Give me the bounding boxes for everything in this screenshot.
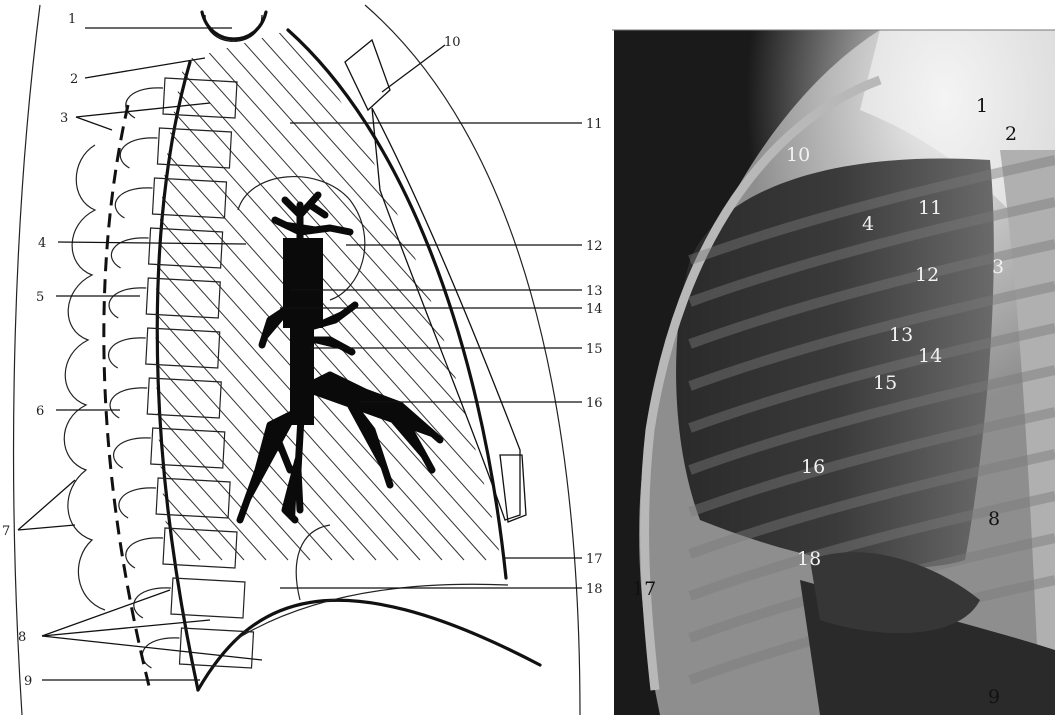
drawing-label-8: 8	[18, 630, 26, 645]
xray-label-13: 13	[889, 324, 913, 346]
vertebral-arch	[115, 188, 152, 218]
vertebral-arch	[114, 438, 151, 468]
xray-label-1: 1	[976, 95, 988, 117]
vertebral-column	[109, 78, 254, 668]
hatch-line	[96, 0, 596, 560]
vertebral-arch	[134, 588, 171, 618]
vertebral-arch	[110, 388, 147, 418]
radiograph: 1 2 3 4 8 9 10 11 12 13 14 15 16 18	[614, 30, 1055, 715]
drawing-label-3: 3	[60, 111, 68, 126]
drawing-label-14: 14	[586, 302, 603, 317]
trachea-top-outline	[202, 12, 266, 39]
vertebral-arch	[109, 338, 146, 368]
xray-label-11: 11	[918, 197, 942, 219]
drawing-label-5: 5	[36, 290, 44, 305]
diaphragm-dome	[198, 600, 540, 690]
drawing-label-15: 15	[586, 342, 603, 357]
hatch-line	[0, 0, 420, 560]
vertebral-arch	[109, 288, 146, 318]
drawing-label-12: 12	[586, 239, 603, 254]
xray-label-16: 16	[801, 456, 825, 478]
xray-label-4: 4	[862, 213, 874, 235]
drawing-label-9: 9	[24, 674, 32, 689]
hatch-line	[74, 0, 574, 560]
spinal-dashed-line	[104, 105, 150, 690]
hatch-line	[0, 0, 288, 560]
xray-label-3: 3	[992, 256, 1004, 278]
vertebral-arch	[126, 88, 163, 118]
drawing-label-1: 1	[68, 12, 76, 27]
xray-label-9: 9	[988, 686, 1000, 708]
cardiac-outline	[296, 525, 330, 600]
xray-label-15: 15	[873, 372, 897, 394]
drawing-label-17: 17	[586, 552, 603, 567]
vertebral-arch	[119, 488, 156, 518]
xray-label-18: 18	[797, 548, 821, 570]
drawing-label-10: 10	[444, 35, 461, 50]
xray-label-14: 14	[918, 345, 942, 367]
lower-bronchus	[290, 325, 314, 425]
drawing-label-7: 7	[2, 524, 10, 539]
vertebral-arch	[120, 138, 157, 168]
xray-label-10: 10	[786, 144, 810, 166]
posterior-rib-outline	[64, 145, 105, 610]
xray-label-12: 12	[915, 264, 939, 286]
drawing-label-2: 2	[70, 72, 78, 87]
xiphoid	[500, 455, 526, 522]
drawing-label-13: 13	[586, 284, 603, 299]
drawing-label-18: 18	[586, 582, 603, 597]
hatch-line	[0, 0, 266, 560]
hatch-line	[0, 0, 442, 560]
drawing-label-6: 6	[36, 404, 44, 419]
drawing-label-4: 4	[38, 236, 46, 251]
main-bronchus	[283, 238, 323, 328]
body-outline-back	[14, 5, 40, 715]
vertebral-arch	[142, 638, 179, 668]
xray-label-17: 17	[632, 578, 656, 600]
drawing-label-11: 11	[586, 117, 603, 132]
vertebral-arch	[126, 538, 163, 568]
xray-label-8: 8	[988, 508, 1000, 530]
xray-label-2: 2	[1005, 123, 1017, 145]
drawing-label-16: 16	[586, 396, 603, 411]
hatch-line	[0, 0, 244, 560]
